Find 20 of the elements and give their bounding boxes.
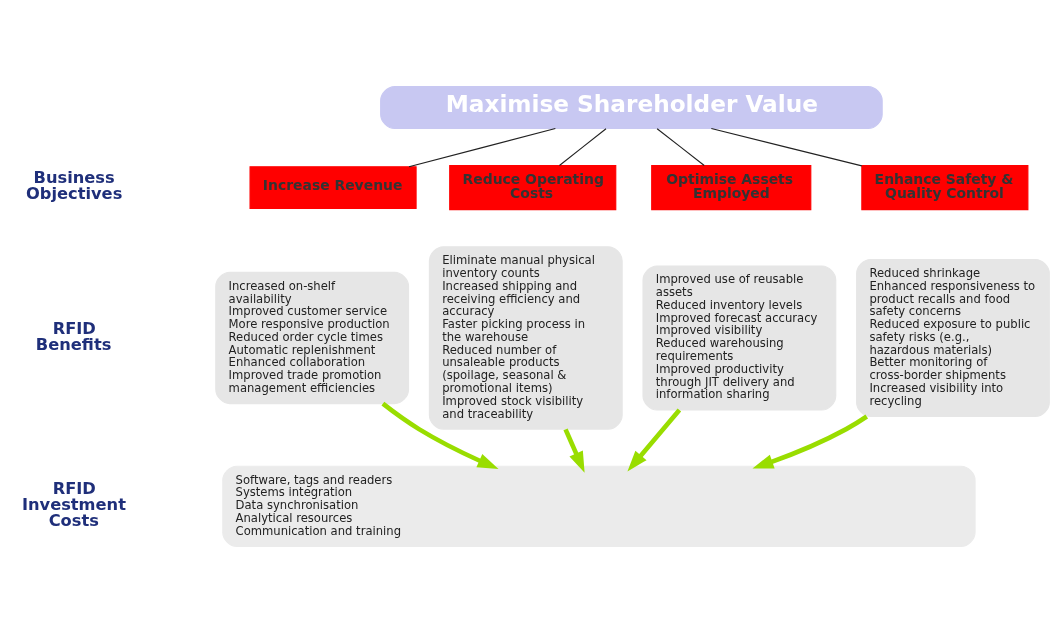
arrow [381,401,499,469]
node-box: Eliminate manual physical inventory counts Increased shipping and receiving efficiency and accuracy Faster picking process in the warehouse Reduced number of unsaleable products (spoilage, seasonal & promotional items) Improved stock visibility and traceability [428,245,623,430]
label: RFID Investment Costs [21,478,126,530]
node-box: Improved use of reusable assets Reduced inventory levels Improved forecast accuracy Improved visibility Reduced warehousing requirements Improved productivity through JIT delivery and information sharing [642,264,837,411]
node-box: Increased on-shelf availability Improved customer service More responsive production Reduced order cycle times Automatic replenishment Enhanced collaboration Improved trade promotion management efficiencies [215,271,410,404]
connector [710,127,863,166]
node-box: Enhance Safety & Quality Control [861,164,1029,210]
label: Business Objectives [26,167,123,203]
node-box: Increase Revenue [249,165,417,209]
connector [408,127,556,167]
connector [558,127,607,166]
arrow [627,408,682,471]
node-box: Reduce Operating Costs [449,164,617,210]
node-box: Reduced shrinkage Enhanced responsiveness to product recalls and food safety concerns Reduced exposure to public safety risks (e.g., hazardous materials) Better monitoring of cross-border shipments Increased visibility into recycling [856,258,1050,417]
label: RFID Benefits [35,318,112,354]
connector [656,127,705,166]
arrow [563,428,585,473]
arrow [752,414,868,469]
node-box: Software, tags and readers Systems integration Data synchronisation Analytical resources Communication and training [222,465,976,547]
node-box: Optimise Assets Employed [651,164,812,210]
